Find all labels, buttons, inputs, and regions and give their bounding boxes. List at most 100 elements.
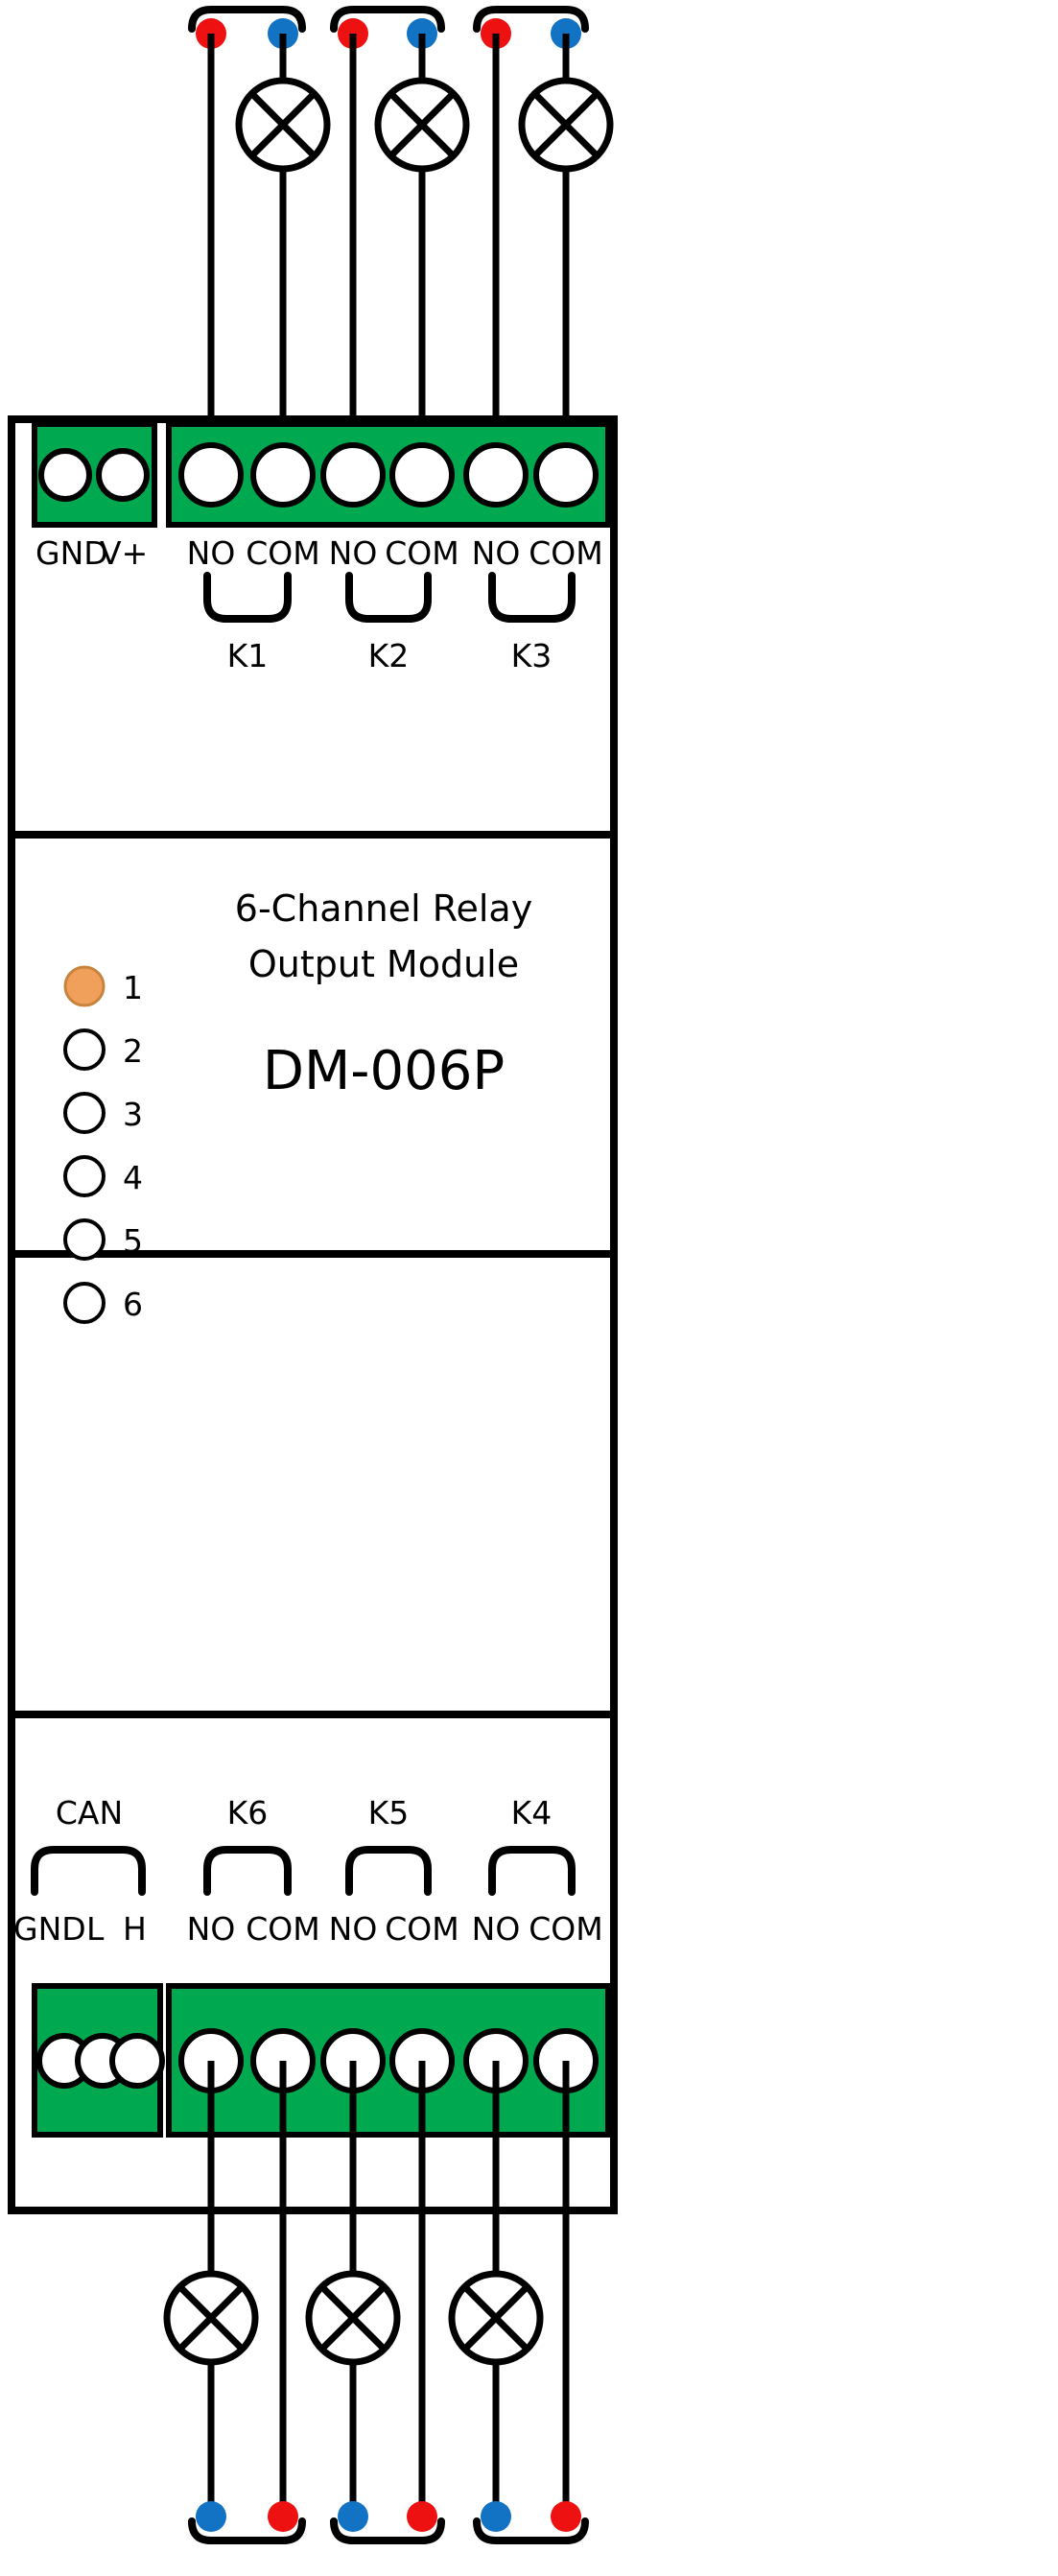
bottom-wire-bracket-k5 [330, 2517, 445, 2544]
top-screw-k3-no[interactable] [463, 442, 529, 508]
top-label-k1-com: COM [246, 534, 320, 572]
group-bracket-k1 [203, 572, 292, 623]
led-indicator-1: 1 [63, 965, 143, 1007]
group-label-k3: K3 [511, 637, 553, 674]
led-lamp-3 [63, 1092, 106, 1134]
can-label-l: L [86, 1910, 105, 1948]
group-label-k5: K5 [368, 1794, 410, 1832]
can-label-h: H [123, 1910, 147, 1948]
led-number-3: 3 [123, 1096, 143, 1133]
bottom-load-group-k4 [448, 2061, 589, 2544]
top-lamp-cross-k3 [531, 90, 600, 159]
module-title-line1: 6-Channel Relay [235, 887, 532, 930]
bottom-section-labels: CAN GND L H K6 K5 K4 NO COM NO COM NO CO… [13, 1794, 603, 1948]
power-terminal-block[interactable]: GND V+ [32, 421, 157, 572]
top-label-k2-com: COM [385, 534, 459, 572]
top-load-group-k2 [330, 6, 470, 475]
bottom-label-k6-no: NO [187, 1910, 236, 1948]
top-label-k2-no: NO [329, 534, 378, 572]
group-bracket-k4 [488, 1846, 576, 1896]
group-label-k6: K6 [227, 1794, 269, 1832]
board-outline-full [8, 415, 618, 2214]
led-lamp-5 [63, 1218, 106, 1261]
power-terminal-screw-vplus[interactable] [96, 448, 150, 502]
led-number-2: 2 [123, 1032, 143, 1070]
module-title-line2: Output Module [248, 943, 519, 985]
top-lamp-cross-k1 [248, 90, 317, 159]
top-screw-k3-com[interactable] [533, 442, 599, 508]
led-lamp-4 [63, 1155, 106, 1197]
can-label-gnd: GND [13, 1910, 86, 1948]
top-screw-k2-com[interactable] [389, 442, 455, 508]
module-center-panel: 6-Channel Relay Output Module DM-006P 1 … [63, 887, 532, 1324]
group-bracket-k6 [203, 1846, 292, 1896]
group-bracket-k5 [345, 1846, 432, 1896]
led-indicator-5: 5 [63, 1218, 143, 1261]
led-number-1: 1 [123, 969, 143, 1006]
led-number-6: 6 [123, 1286, 143, 1323]
top-load-group-k3 [473, 6, 614, 475]
top-screw-k1-com[interactable] [250, 442, 316, 508]
bottom-terminal-dot-blue-k6-no [196, 2501, 226, 2532]
led-indicator-2: 2 [63, 1028, 143, 1071]
bottom-terminal-dot-blue-k4-no [481, 2501, 511, 2532]
top-lamp-cross-k2 [388, 90, 457, 159]
group-label-k2: K2 [368, 637, 410, 674]
bottom-load-group-k6 [163, 2061, 306, 2544]
bottom-terminal-blocks [32, 1983, 611, 2138]
top-terminal-labels: NO COM NO COM NO COM [187, 534, 603, 572]
can-group-bracket [31, 1846, 146, 1896]
bottom-load-group-k5 [305, 2061, 445, 2544]
top-relay-group-brackets: K1 K2 K3 [203, 572, 576, 674]
bottom-wire-bracket-k4 [473, 2517, 589, 2544]
can-terminal-block[interactable] [32, 1983, 165, 2138]
bottom-lamp-cross-k5 [318, 2283, 388, 2352]
bottom-lamp-cross-k6 [176, 2283, 246, 2352]
led-indicator-3: 3 [63, 1092, 143, 1134]
bottom-label-k5-no: NO [329, 1910, 378, 1948]
module-model-name: DM-006P [263, 1040, 505, 1102]
top-wire-bracket-k2 [330, 6, 445, 33]
bottom-lamp-cross-k4 [461, 2283, 530, 2352]
top-relay-terminal-block[interactable] [166, 421, 611, 528]
bottom-relay-terminal-block[interactable] [166, 1983, 611, 2138]
top-label-k3-no: NO [472, 534, 521, 572]
top-screw-k1-no[interactable] [178, 442, 244, 508]
bottom-label-k5-com: COM [385, 1910, 459, 1948]
bottom-label-k4-com: COM [529, 1910, 603, 1948]
bottom-label-k4-no: NO [472, 1910, 521, 1948]
led-indicator-4: 4 [63, 1155, 143, 1197]
can-group-label: CAN [56, 1794, 123, 1832]
bottom-terminal-dot-blue-k5-no [338, 2501, 368, 2532]
bottom-external-wiring [163, 2061, 589, 2544]
led-lamp-1 [63, 965, 106, 1007]
bottom-terminal-dot-red-k4-com [551, 2501, 581, 2532]
bottom-label-k6-com: COM [246, 1910, 320, 1948]
power-terminal-screw-gnd[interactable] [38, 448, 92, 502]
led-indicator-list: 1 2 3 4 5 6 [63, 965, 143, 1324]
power-label-vplus: V+ [100, 534, 148, 572]
group-label-k1: K1 [227, 637, 269, 674]
relay-module-board [8, 415, 618, 2214]
top-wire-bracket-k3 [473, 6, 589, 33]
bottom-terminal-dot-red-k6-com [268, 2501, 298, 2532]
group-label-k4: K4 [511, 1794, 553, 1832]
top-terminal-blocks: GND V+ NO COM NO COM NO COM K1 K2 [32, 421, 611, 674]
top-label-k1-no: NO [187, 534, 236, 572]
top-wire-bracket-k1 [188, 6, 306, 33]
can-screw-h[interactable] [109, 2033, 165, 2089]
top-label-k3-com: COM [529, 534, 603, 572]
led-lamp-2 [63, 1028, 106, 1071]
led-number-5: 5 [123, 1222, 143, 1260]
led-indicator-6: 6 [63, 1282, 143, 1324]
group-bracket-k3 [488, 572, 576, 623]
top-load-group-k1 [188, 6, 331, 475]
bottom-wire-bracket-k6 [188, 2517, 306, 2544]
led-lamp-6 [63, 1282, 106, 1324]
top-screw-k2-no[interactable] [320, 442, 386, 508]
group-bracket-k2 [345, 572, 432, 623]
power-label-gnd: GND [35, 534, 108, 572]
top-external-wiring [188, 6, 614, 475]
